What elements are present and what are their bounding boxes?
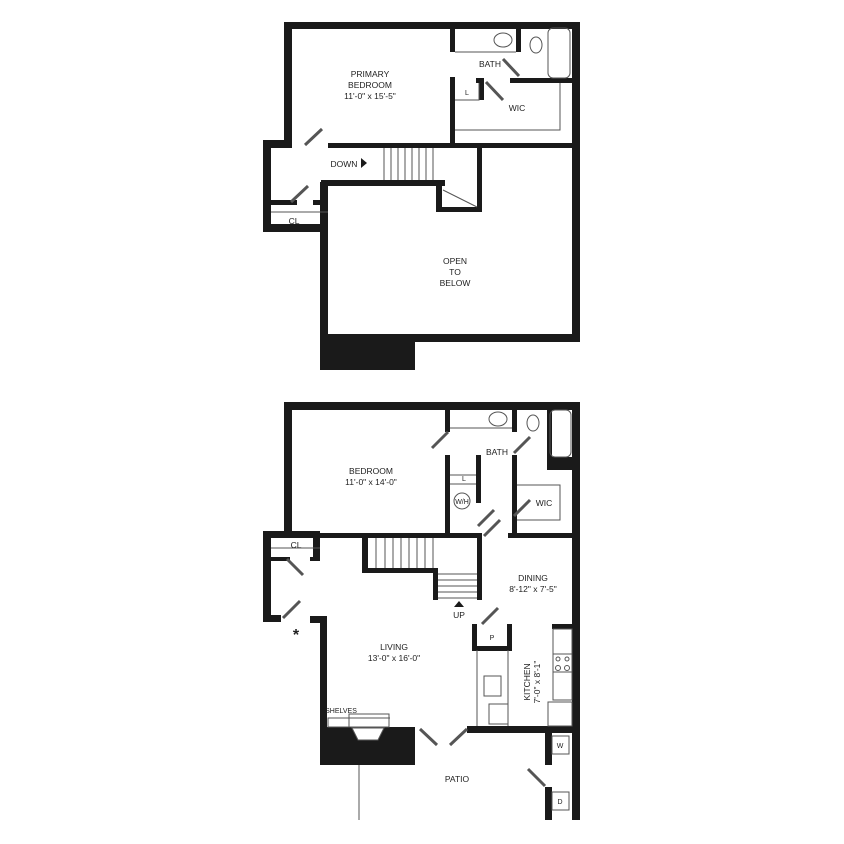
linen-label: L	[465, 90, 469, 97]
door[interactable]	[281, 599, 302, 620]
dryer-icon	[551, 791, 570, 811]
door[interactable]	[482, 518, 502, 538]
door[interactable]	[303, 127, 324, 147]
room-name: BEDROOM	[348, 80, 392, 90]
patio-label: PATIO	[445, 774, 470, 784]
toilet-icon	[529, 36, 543, 54]
stove-icon	[552, 653, 573, 673]
wic-label: WIC	[509, 103, 526, 113]
room-name: DINING	[518, 573, 548, 583]
fireplace	[320, 727, 415, 765]
upper-fixtures	[271, 27, 571, 213]
room-size: 11'-0" x 15'-5"	[344, 91, 396, 101]
wic-label: WIC	[536, 498, 553, 508]
door[interactable]	[512, 435, 532, 455]
water-heater-icon	[453, 492, 471, 510]
lower-walls	[263, 402, 580, 820]
fridge-icon	[547, 701, 573, 727]
water-heater-label: W/H	[455, 499, 469, 506]
bathtub-icon	[547, 27, 571, 79]
door[interactable]	[285, 557, 305, 577]
entry-marker: *	[293, 627, 300, 644]
upper-labels: PRIMARY BEDROOM 11'-0" x 15'-5" BATH WIC…	[289, 59, 526, 288]
room-name: LIVING	[380, 642, 408, 652]
linen-label: L	[462, 476, 466, 483]
pantry-label: P	[490, 635, 495, 642]
kitchen-sink-icon	[483, 675, 502, 697]
room-size: 13'-0" x 16'-0"	[368, 653, 420, 663]
door[interactable]	[418, 727, 439, 747]
shelves-label: SHELVES	[325, 708, 357, 715]
lower-fixtures	[271, 409, 573, 820]
washer-label: W	[557, 743, 564, 750]
dishwasher-icon	[488, 703, 509, 725]
stairs-down-label: DOWN	[331, 159, 358, 169]
sink-icon	[488, 411, 508, 427]
door[interactable]	[526, 767, 547, 788]
washer-icon	[551, 735, 570, 755]
door[interactable]	[501, 57, 521, 78]
room-name: PRIMARY	[351, 69, 390, 79]
counter	[552, 628, 573, 701]
open-label: OPEN	[443, 256, 467, 266]
stairs-up-label: UP	[453, 610, 465, 620]
stairs-upper	[383, 148, 434, 180]
door[interactable]	[448, 727, 469, 747]
room-name: BEDROOM	[349, 466, 393, 476]
room-size: 7'-0" x 8'-1"	[532, 661, 542, 704]
door[interactable]	[476, 508, 496, 528]
open-label: BELOW	[440, 278, 471, 288]
room-size: 8'-12" x 7'-5"	[509, 584, 557, 594]
chimney	[320, 342, 415, 370]
arrow-up-icon	[454, 601, 464, 607]
sink-icon	[493, 32, 513, 48]
dryer-label: D	[557, 799, 562, 806]
bath-label: BATH	[486, 447, 508, 457]
upper-walls	[263, 22, 580, 342]
closet-label: CL	[291, 540, 302, 550]
room-name: KITCHEN	[522, 663, 532, 700]
lower-floor: BEDROOM 11'-0" x 14'-0" BATH L W/H WIC C…	[263, 402, 580, 820]
door[interactable]	[289, 184, 310, 204]
bathtub-icon	[549, 409, 572, 458]
upper-floor: PRIMARY BEDROOM 11'-0" x 15'-5" BATH WIC…	[263, 22, 580, 370]
arrow-right-icon	[361, 158, 367, 168]
door[interactable]	[512, 498, 532, 518]
open-label: TO	[449, 267, 461, 277]
door[interactable]	[480, 606, 500, 626]
bath-label: BATH	[479, 59, 501, 69]
lower-labels: BEDROOM 11'-0" x 14'-0" BATH L W/H WIC C…	[291, 447, 564, 806]
door[interactable]	[430, 430, 450, 450]
door[interactable]	[484, 80, 505, 102]
closet-label: CL	[289, 216, 300, 226]
stairs-lower	[375, 538, 477, 599]
toilet-icon	[526, 414, 540, 432]
firebox	[351, 727, 385, 741]
room-size: 11'-0" x 14'-0"	[345, 477, 397, 487]
